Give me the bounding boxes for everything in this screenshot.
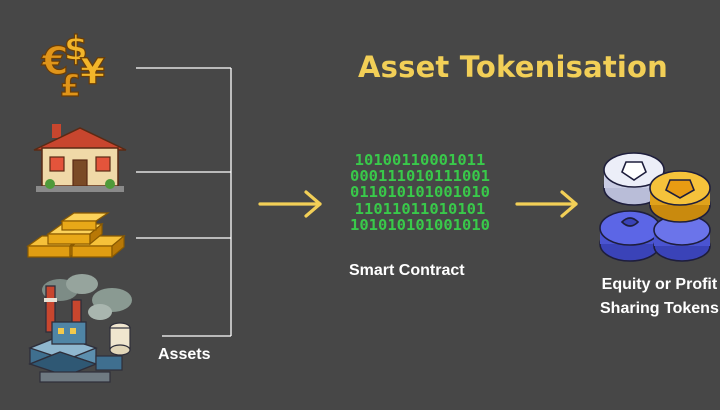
- svg-text:£: £: [60, 69, 81, 104]
- token-coins-icon: [599, 152, 711, 262]
- arrow-to-tokens: [515, 190, 578, 218]
- svg-text:¥: ¥: [80, 52, 105, 93]
- smart-contract-label: Smart Contract: [349, 262, 465, 279]
- currency-symbols-icon: € $ ¥ £: [40, 28, 105, 104]
- tokens-label: Equity or Profit Sharing Tokens: [600, 273, 719, 321]
- binary-line: 101010101001010: [350, 215, 490, 234]
- house-icon: [33, 124, 127, 192]
- gold-bars-icon: [26, 212, 126, 259]
- page-title: Asset Tokenisation: [358, 50, 669, 84]
- binary-line: 000111010111001: [350, 167, 490, 186]
- binary-code: 10100110001011 000111010111001 011010101…: [332, 152, 508, 233]
- binary-line: 11011011010101: [354, 199, 486, 218]
- tokens-label-line1: Equity or Profit: [601, 276, 718, 293]
- binary-line: 10100110001011: [354, 151, 486, 169]
- assets-label: Assets: [158, 346, 211, 363]
- svg-text:$: $: [64, 29, 88, 69]
- svg-text:€: €: [41, 39, 68, 83]
- asset-connector-lines: [136, 67, 232, 337]
- tokens-label-line2: Sharing Tokens: [600, 300, 719, 317]
- binary-line: 011010101001010: [350, 183, 490, 202]
- factory-icon: [28, 274, 132, 383]
- arrow-to-contract: [258, 190, 322, 218]
